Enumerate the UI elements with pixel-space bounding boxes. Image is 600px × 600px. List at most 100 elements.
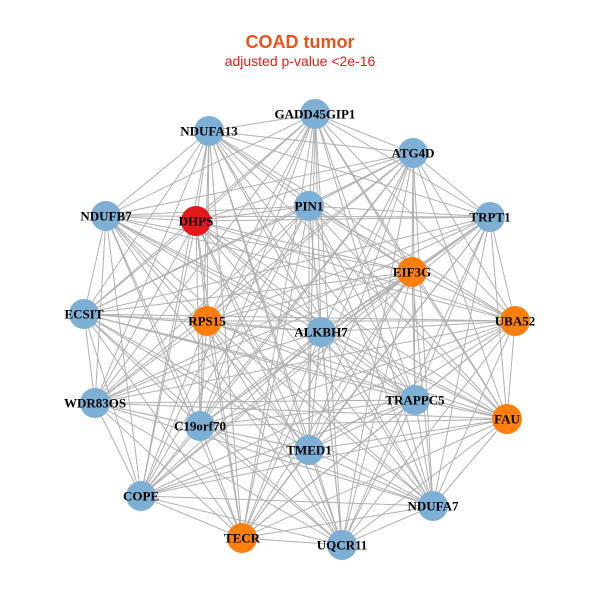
- edge-NDUFB7-NDUFA7: [105, 215, 434, 507]
- edge-ALKBH7-C19orf70: [199, 331, 322, 427]
- edge-ECSIT-NDUFA7: [83, 313, 434, 507]
- edge-ALKBH7-TRAPPC5: [320, 331, 416, 401]
- edge-DHPS-EIF3G: [195, 220, 413, 273]
- node-circle-TECR: [227, 523, 257, 553]
- node-circle-WDR83OS: [80, 388, 110, 418]
- node-label-NDUFA13: NDUFA13: [180, 124, 238, 139]
- node-label-PIN1: PIN1: [295, 199, 324, 214]
- edge-TRAPPC5-NDUFA7: [414, 399, 434, 507]
- edge-TMED1-NDUFA7: [308, 449, 434, 507]
- edge-ATG4D-ALKBH7: [320, 152, 414, 333]
- edge-FAU-UQCR11: [341, 418, 508, 546]
- edge-RPS15-WDR83OS: [94, 320, 208, 404]
- edge-DHPS-TRAPPC5: [195, 220, 416, 401]
- edge-ALKBH7-TMED1: [308, 331, 322, 451]
- node-circle-UQCR11: [327, 530, 357, 560]
- edge-EIF3G-UQCR11: [341, 271, 413, 546]
- edge-NDUFB7-TECR: [105, 215, 243, 539]
- node-label-NDUFB7: NDUFB7: [80, 209, 132, 224]
- edge-ATG4D-COPE: [140, 152, 414, 497]
- edge-EIF3G-WDR83OS: [94, 271, 413, 404]
- edge-C19orf70-NDUFA7: [199, 425, 434, 507]
- edge-RPS15-FAU: [206, 320, 508, 420]
- node-C19orf70: C19orf70: [174, 411, 226, 441]
- edge-RPS15-ALKBH7: [206, 320, 322, 333]
- chart-subtitle: adjusted p-value <2e-16: [225, 53, 376, 69]
- edge-NDUFA13-WDR83OS: [94, 130, 210, 404]
- edge-WDR83OS-COPE: [94, 402, 142, 497]
- node-label-TRPT1: TRPT1: [469, 210, 510, 225]
- edge-PIN1-EIF3G: [308, 205, 413, 273]
- node-ECSIT: ECSIT: [64, 299, 104, 329]
- node-label-EIF3G: EIF3G: [393, 265, 431, 280]
- edge-NDUFB7-COPE: [105, 215, 142, 497]
- edge-NDUFA7-UQCR11: [341, 505, 434, 546]
- node-circle-RPS15: [192, 306, 222, 336]
- edge-TRPT1-FAU: [489, 216, 508, 420]
- edge-UBA52-C19orf70: [199, 320, 516, 427]
- node-circle-PIN1: [294, 191, 324, 221]
- edge-FAU-COPE: [140, 418, 508, 497]
- edge-FAU-TECR: [241, 418, 508, 539]
- edge-COPE-TECR: [140, 495, 243, 539]
- node-label-DHPS: DHPS: [179, 214, 214, 229]
- node-NDUFB7: NDUFB7: [80, 201, 132, 231]
- node-label-RPS15: RPS15: [188, 314, 226, 329]
- edge-DHPS-UQCR11: [195, 220, 343, 546]
- edge-ALKBH7-COPE: [140, 331, 322, 497]
- edge-EIF3G-TECR: [241, 271, 413, 539]
- edge-ATG4D-UBA52: [412, 152, 516, 322]
- edge-GADD45GIP1-PIN1: [308, 113, 316, 207]
- node-circle-GADD45GIP1: [300, 99, 330, 129]
- edge-DHPS-COPE: [140, 220, 197, 497]
- edge-EIF3G-C19orf70: [199, 271, 413, 427]
- node-TMED1: TMED1: [286, 435, 332, 465]
- edge-NDUFA13-NDUFB7: [105, 130, 210, 217]
- edge-TRAPPC5-TMED1: [308, 399, 416, 451]
- node-circle-COPE: [126, 481, 156, 511]
- edge-TRPT1-RPS15: [206, 216, 491, 322]
- edge-TRAPPC5-FAU: [414, 399, 508, 420]
- edge-GADD45GIP1-TRAPPC5: [314, 113, 416, 401]
- node-ALKBH7: ALKBH7: [294, 317, 348, 347]
- node-circle-TRPT1: [475, 202, 505, 232]
- edge-ECSIT-UBA52: [83, 313, 516, 322]
- edge-ATG4D-TRPT1: [412, 152, 491, 218]
- node-UBA52: UBA52: [495, 306, 535, 336]
- edge-ATG4D-WDR83OS: [94, 152, 414, 404]
- edge-C19orf70-COPE: [140, 425, 201, 497]
- node-label-UQCR11: UQCR11: [317, 538, 368, 553]
- edge-EIF3G-ALKBH7: [320, 271, 413, 333]
- node-label-ALKBH7: ALKBH7: [294, 325, 348, 340]
- edge-NDUFB7-ALKBH7: [105, 215, 322, 333]
- edge-TRPT1-UQCR11: [341, 216, 491, 546]
- node-label-UBA52: UBA52: [495, 314, 535, 329]
- edge-DHPS-PIN1: [195, 205, 310, 222]
- node-UQCR11: UQCR11: [317, 530, 368, 560]
- edge-NDUFA13-UBA52: [208, 130, 516, 322]
- node-circle-TMED1: [294, 435, 324, 465]
- edge-GADD45GIP1-COPE: [140, 113, 316, 497]
- edge-TRPT1-NDUFA7: [432, 216, 491, 507]
- edge-COPE-NDUFA7: [140, 495, 434, 507]
- edge-TRPT1-UBA52: [489, 216, 516, 322]
- edge-ATG4D-RPS15: [206, 152, 414, 322]
- edge-DHPS-RPS15: [195, 220, 208, 322]
- edge-ECSIT-C19orf70: [83, 313, 201, 427]
- edge-ATG4D-NDUFB7: [105, 152, 414, 217]
- edge-TECR-UQCR11: [241, 537, 343, 546]
- node-WDR83OS: WDR83OS: [64, 388, 126, 418]
- edge-ALKBH7-TECR: [241, 331, 322, 539]
- node-circle-ATG4D: [398, 138, 428, 168]
- edge-GADD45GIP1-NDUFB7: [105, 113, 316, 217]
- edge-TMED1-UQCR11: [308, 449, 343, 546]
- edge-DHPS-ALKBH7: [195, 220, 322, 333]
- node-circle-C19orf70: [185, 411, 215, 441]
- node-PIN1: PIN1: [294, 191, 324, 221]
- node-TRAPPC5: TRAPPC5: [385, 385, 445, 415]
- edge-WDR83OS-NDUFA7: [94, 402, 434, 507]
- node-label-GADD45GIP1: GADD45GIP1: [275, 107, 356, 122]
- node-circle-ALKBH7: [306, 317, 336, 347]
